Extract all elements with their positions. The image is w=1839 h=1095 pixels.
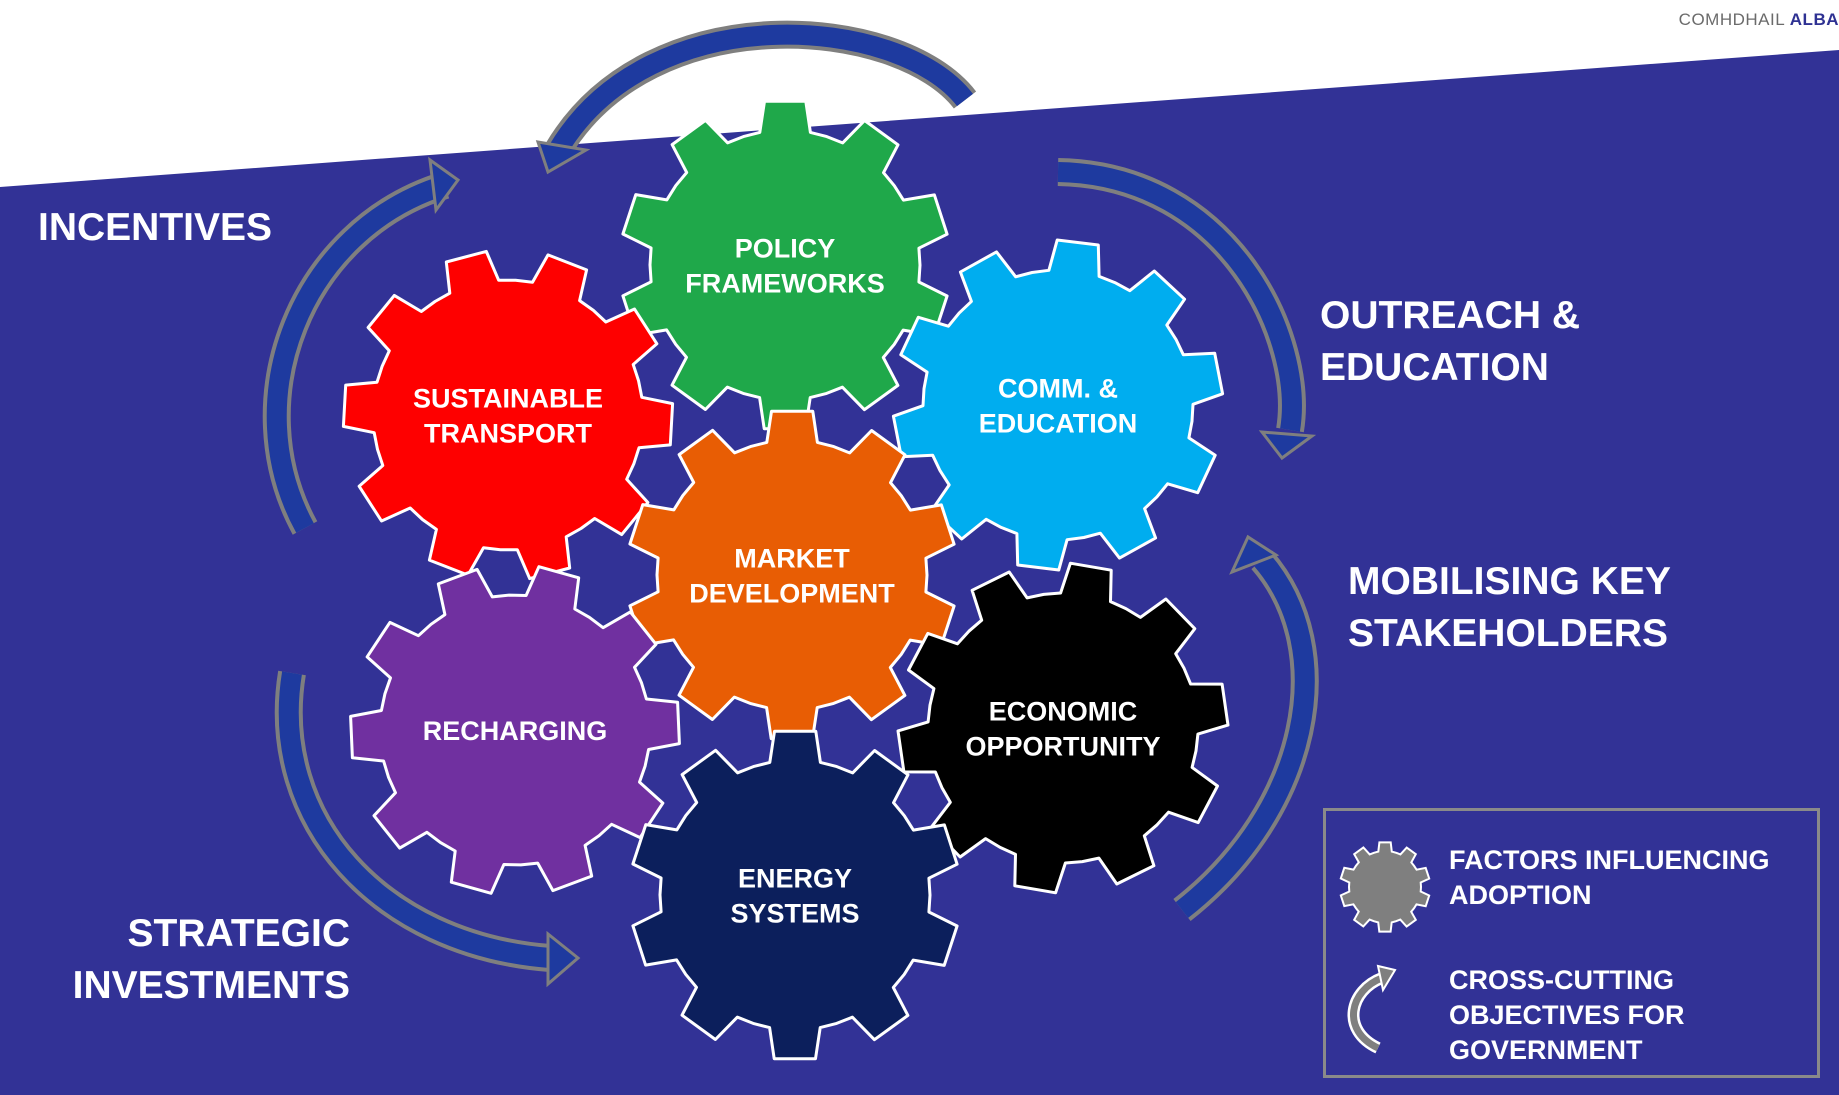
gear-layer: POLICY FRAMEWORKS SUSTAINABLE TRANSPORT COMM… [341,99,1230,1061]
gear-economic-shape [896,561,1230,895]
cycle-arrow-top [535,20,977,175]
gear-market-label: DEVELOPMENT [689,579,895,609]
brand-bold: ALBA [1789,10,1839,29]
legend-arrow-label: CROSS-CUTTING OBJECTIVES FOR GOVERNMENT [1449,965,1685,1065]
gear-market: MARKET DEVELOPMENT [628,409,956,741]
cycle-arrow-left-down [274,670,581,988]
gear-sustainable-label: TRANSPORT [424,419,593,449]
gear-energy-label: SYSTEMS [730,899,859,929]
gear-policy: POLICY FRAMEWORKS [621,99,949,431]
legend-gear-label: FACTORS INFLUENCING ADOPTION [1449,845,1770,910]
objective-strategic-investments: STRATEGIC INVESTMENTS [72,912,350,1007]
cycle-arrow-right-up [1173,534,1319,922]
gear-policy-label: FRAMEWORKS [685,269,884,299]
gear-market-shape [628,409,956,741]
gear-market-label: MARKET [734,544,850,574]
objective-incentives: INCENTIVES [38,206,273,249]
gear-recharging-label: RECHARGING [423,716,608,746]
gear-comm: COMM. & EDUCATION [891,238,1225,572]
cycle-arrow-right-down [1057,158,1317,461]
gear-economic-label: OPPORTUNITY [965,732,1160,762]
gear-recharging-shape [349,565,681,895]
brand-wordmark: COMHDHAIL ALBA [1679,10,1839,30]
gear-policy-shape [621,99,949,431]
gear-comm-shape [891,238,1225,572]
gear-economic: ECONOMIC OPPORTUNITY [896,561,1230,895]
gear-recharging: RECHARGING [349,565,681,895]
gear-policy-label: POLICY [735,234,836,264]
gear-icon [1339,841,1431,933]
gear-economic-label: ECONOMIC [989,697,1138,727]
gear-sustainable-shape [341,249,675,581]
brand-plain: COMHDHAIL [1678,10,1790,29]
gear-energy-label: ENERGY [738,864,852,894]
curved-arrow-icon [1347,964,1397,1054]
legend-gear-icon [1339,841,1431,933]
gear-comm-label: EDUCATION [979,409,1138,439]
gear-sustainable: SUSTAINABLE TRANSPORT [341,249,675,581]
gear-sustainable-label: SUSTAINABLE [413,384,603,414]
gear-energy: ENERGY SYSTEMS [631,729,959,1061]
gear-comm-label: COMM. & [998,374,1118,404]
cycle-arrow-left-up [262,156,461,535]
objective-outreach-education: OUTREACH & EDUCATION [1320,294,1580,389]
legend-box [1323,808,1820,1078]
objective-mobilising-stakeholders: MOBILISING KEY STAKEHOLDERS [1348,560,1671,655]
gear-energy-shape [631,729,959,1061]
